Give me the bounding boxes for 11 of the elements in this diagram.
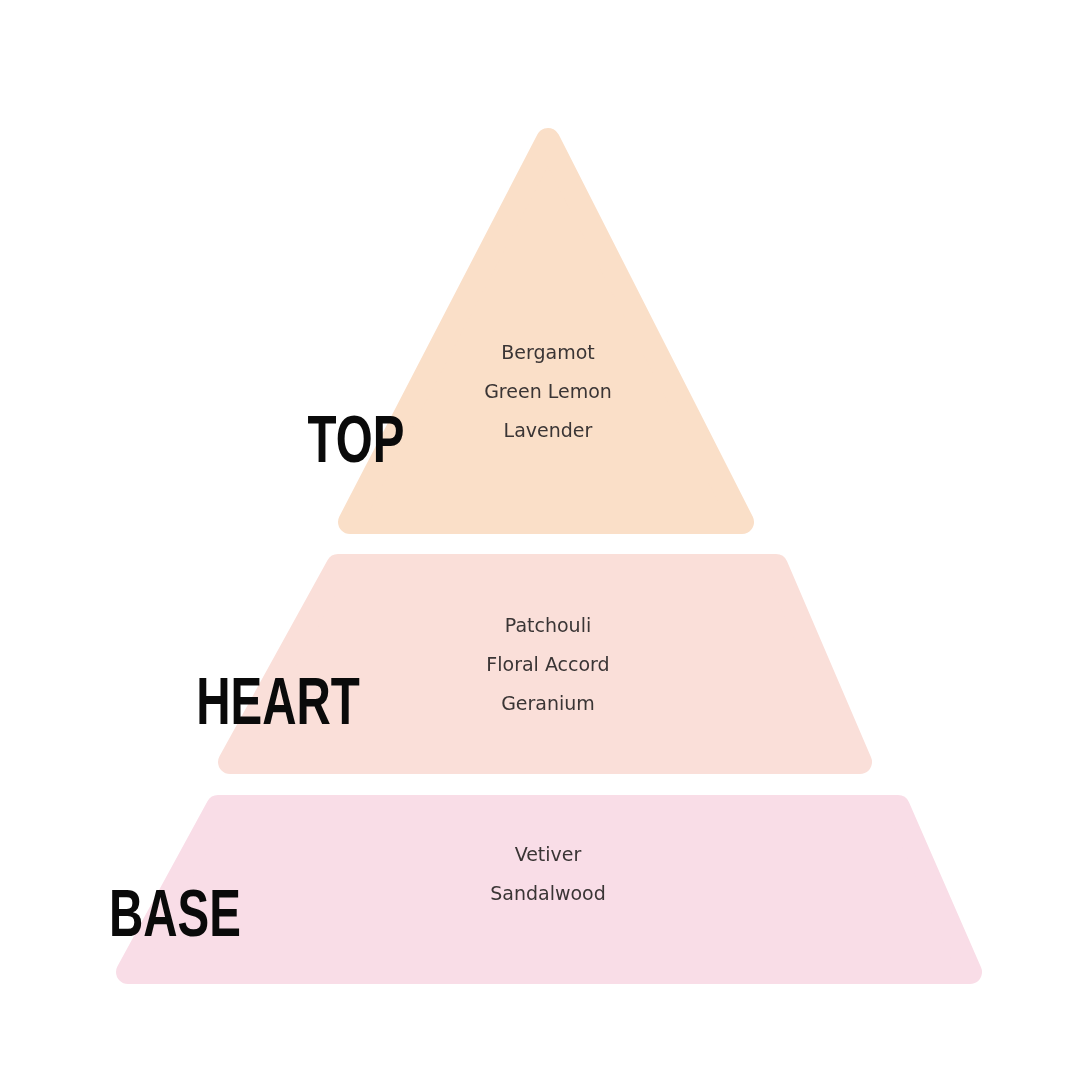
note-ingredient: Floral Accord (486, 652, 610, 677)
tier-heading: TOP (307, 406, 405, 472)
note-ingredient: Green Lemon (484, 379, 612, 404)
note-ingredient: Lavender (503, 418, 593, 443)
note-ingredient: Bergamot (501, 340, 595, 365)
note-ingredient: Geranium (501, 691, 595, 716)
note-ingredient: Sandalwood (490, 881, 606, 906)
tier-heading: HEART (196, 668, 360, 734)
note-ingredient: Vetiver (514, 842, 582, 867)
tier-heading: BASE (109, 880, 241, 946)
note-ingredient: Patchouli (504, 613, 592, 638)
